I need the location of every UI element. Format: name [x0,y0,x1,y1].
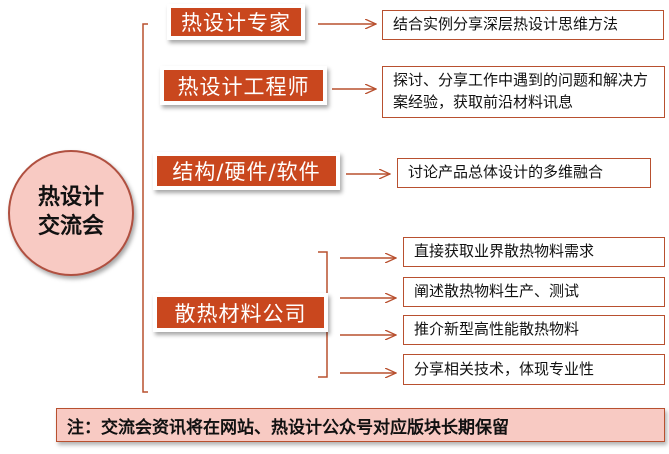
category-materials-company: 散热材料公司 [153,293,328,332]
center-line1: 热设计 [37,185,104,211]
category-thermal-engineer: 热设计工程师 [160,66,327,105]
center-line2: 交流会 [37,214,104,239]
desc-materials-3: 推介新型高性能散热物料 [403,315,665,345]
center-circle: 热设计 交流会 [8,150,134,276]
desc-engineer: 探讨、分享工作中遇到的问题和解决方案经验，获取前沿材料讯息 [382,66,665,118]
category-thermal-expert: 热设计专家 [167,4,305,40]
desc-materials-2: 阐述散热物料生产、测试 [403,277,665,307]
footer-note: 注：交流会资讯将在网站、热设计公众号对应版块长期保留 [56,408,665,442]
desc-materials-4: 分享相关技术，体现专业性 [403,354,665,385]
desc-expert: 结合实例分享深层热设计思维方法 [382,10,664,40]
desc-materials-1: 直接获取业界散热物料需求 [403,237,665,267]
main-bracket [142,23,148,393]
category-structure-hardware-software: 结构/硬件/软件 [153,152,340,190]
desc-structure: 讨论产品总体设计的多维融合 [397,158,651,188]
